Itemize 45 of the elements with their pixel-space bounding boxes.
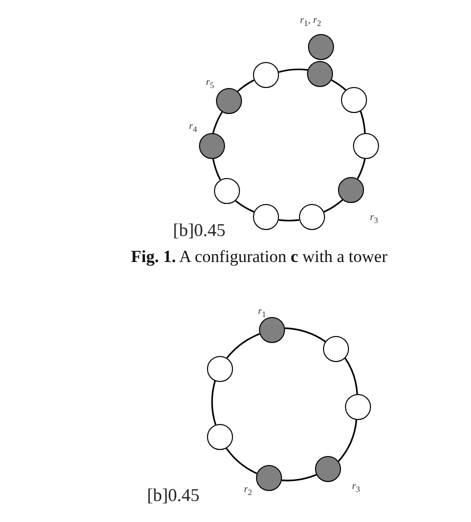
empty-node	[341, 87, 367, 113]
robot-label: r$_{5}$	[206, 78, 214, 90]
ring-segment	[226, 333, 260, 359]
robot-label: r$_{1}$	[258, 307, 266, 320]
ring-segment	[338, 420, 358, 462]
robot-label: r$_{1}$, r$_{2}$	[300, 16, 322, 28]
empty-node	[214, 178, 240, 204]
ring-segment	[324, 199, 344, 213]
robot-node	[315, 456, 341, 482]
empty-node	[299, 204, 325, 230]
ring-segment	[212, 112, 223, 134]
empty-node	[323, 336, 349, 362]
ring-segment	[344, 358, 358, 394]
empty-node	[207, 424, 233, 450]
robot-node	[199, 133, 225, 159]
empty-node	[345, 394, 371, 420]
robot-label: r$_{3}$	[352, 482, 360, 494]
ring-segment	[278, 68, 308, 73]
ring-segment	[237, 79, 254, 92]
empty-node	[253, 204, 279, 230]
ring-segment	[226, 448, 258, 474]
robot-label: r$_{3}$	[370, 213, 378, 226]
robot-label: r$_{2}$	[244, 485, 252, 498]
ring-segment	[356, 158, 366, 180]
robot-node	[338, 177, 364, 203]
ring-segment	[284, 327, 326, 342]
empty-node	[207, 356, 233, 382]
empty-node	[253, 62, 279, 88]
ring-segment	[331, 79, 346, 91]
ring-segment	[278, 219, 300, 222]
robot-node	[308, 34, 334, 60]
subfigure-width-note: [b]0.45	[173, 221, 226, 239]
figure-caption: Fig. 1. A configuration c with a tower	[131, 248, 388, 265]
ring-segment	[360, 110, 366, 134]
empty-node	[353, 133, 379, 159]
ring-segment	[282, 474, 317, 482]
robot-node	[259, 317, 285, 343]
ring-segment	[211, 380, 216, 425]
robot-node	[216, 88, 242, 114]
robot-node	[256, 465, 282, 491]
robot-node	[307, 61, 333, 87]
ring-segment	[212, 158, 222, 180]
subfigure-width-note: [b]0.45	[147, 486, 200, 504]
ring-segment	[235, 200, 254, 213]
robot-label: r$_{4}$	[189, 122, 198, 134]
